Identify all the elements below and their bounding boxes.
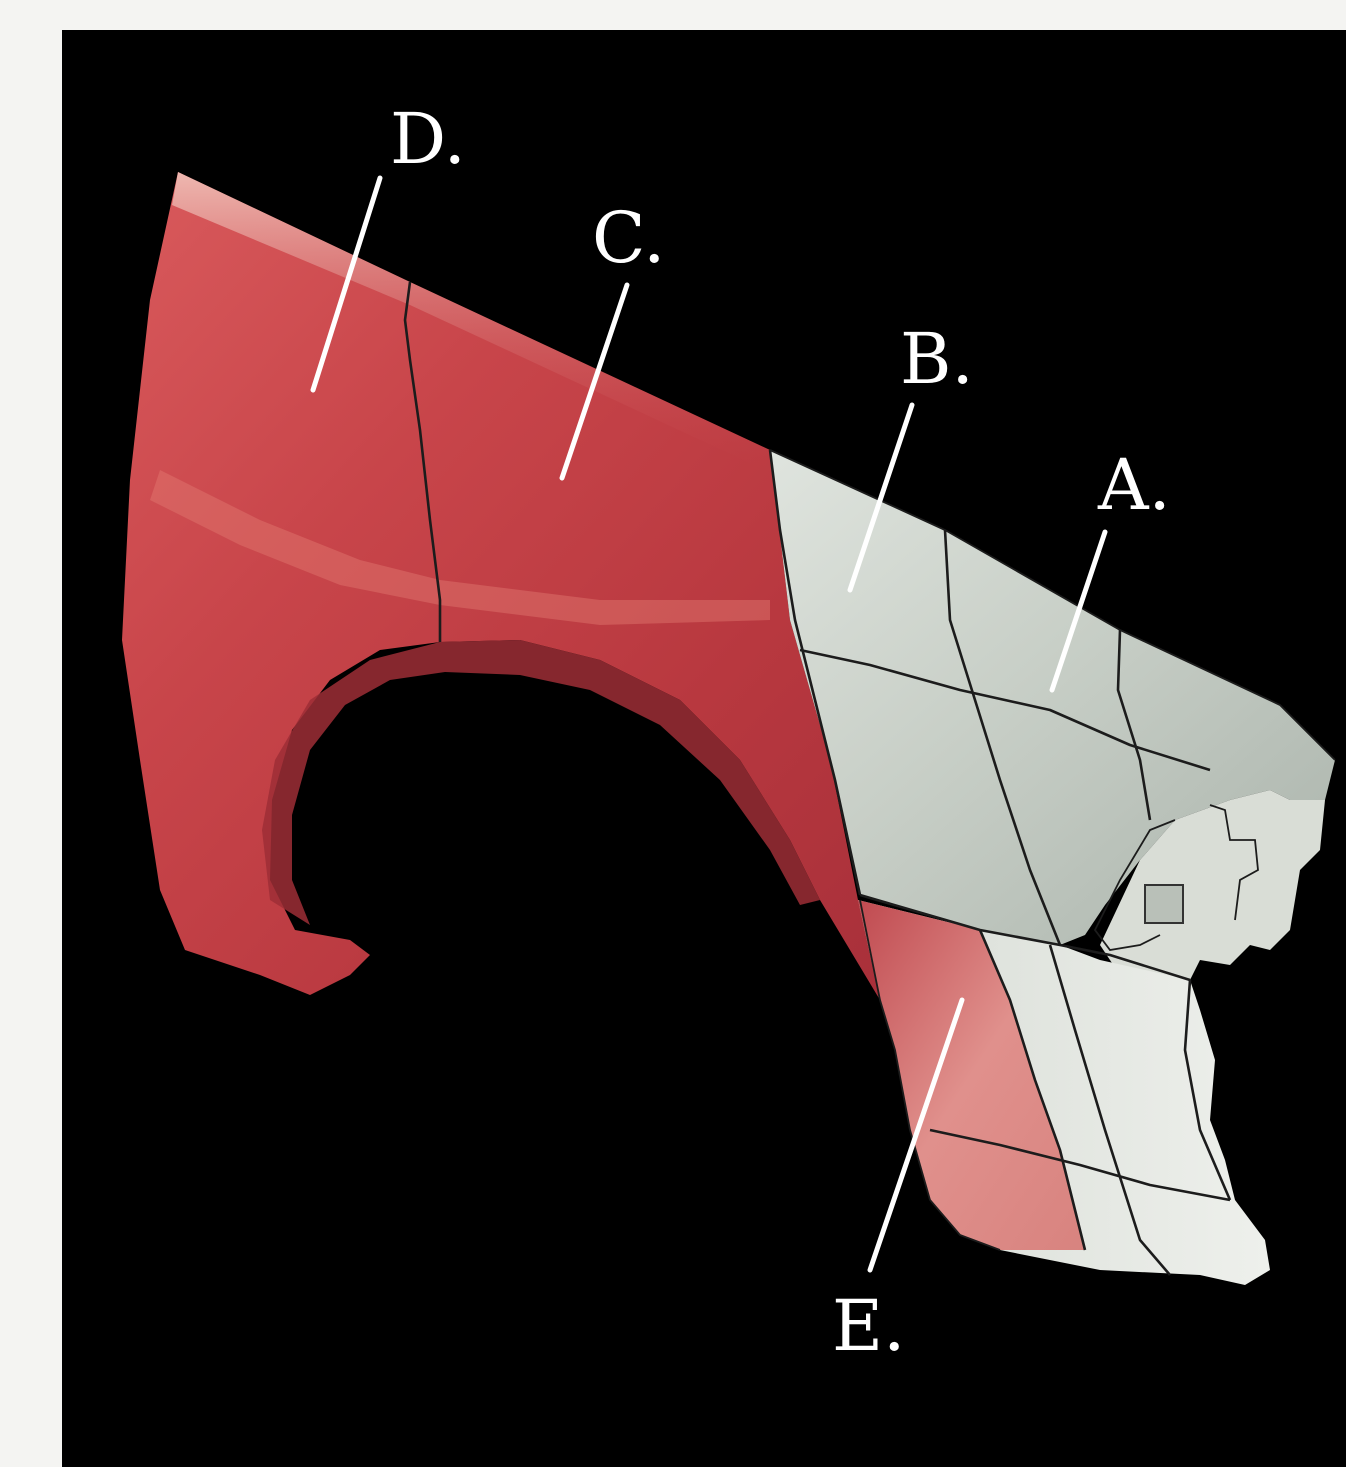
label-a: A. — [1097, 444, 1171, 526]
label-d: D. — [390, 98, 466, 180]
label-b: B. — [900, 318, 974, 400]
bracket-tab — [1145, 885, 1183, 923]
label-e: E. — [832, 1285, 905, 1367]
label-c: C. — [592, 197, 665, 279]
